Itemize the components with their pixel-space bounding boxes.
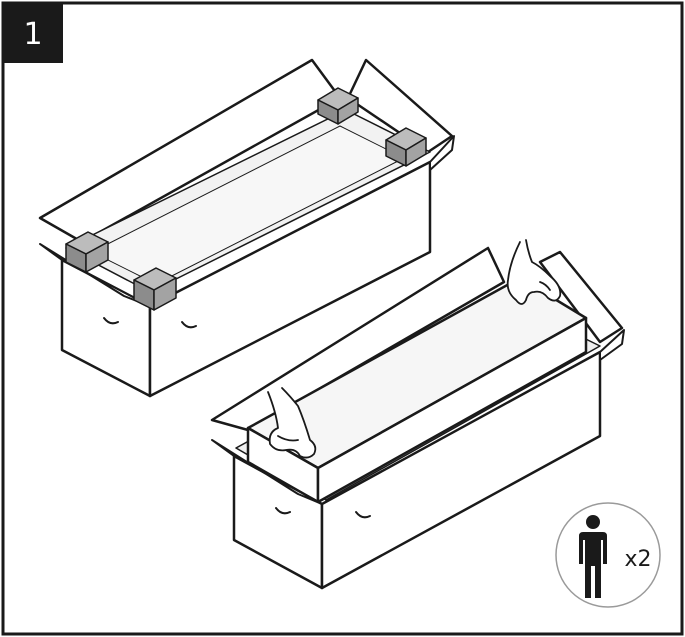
foam-corner-block-right — [385, 127, 427, 167]
foam-corner-block-left — [65, 231, 109, 273]
open-box-with-foam — [38, 58, 455, 398]
handle-cutout-end — [275, 507, 291, 515]
people-count-label: x2 — [624, 547, 651, 572]
box-flap-front-left — [211, 439, 323, 505]
step-badge-background — [3, 3, 63, 63]
handle-cutout-side — [355, 511, 371, 519]
handle-cutout-side — [181, 321, 197, 329]
product-panel — [246, 276, 588, 504]
box-flap-back-left — [210, 246, 506, 432]
step-number: 1 — [23, 17, 42, 52]
person-icon — [579, 515, 607, 598]
people-required-badge: x2 — [555, 502, 661, 608]
box-flap-front-right — [429, 135, 455, 171]
foam-corner-block-back — [317, 87, 359, 125]
box-with-product-lifted — [210, 239, 625, 590]
step-badge: 1 — [3, 3, 63, 63]
hand-right-icon — [506, 239, 562, 305]
handle-cutout-end — [103, 317, 119, 325]
product-panel-side — [316, 316, 588, 504]
box-side-face — [320, 350, 602, 590]
hand-left-icon — [267, 387, 317, 459]
box-flap-front-right — [599, 329, 625, 361]
badge-circle — [555, 502, 661, 608]
box-side-face — [148, 160, 432, 398]
foam-corner-block-front — [133, 267, 177, 311]
